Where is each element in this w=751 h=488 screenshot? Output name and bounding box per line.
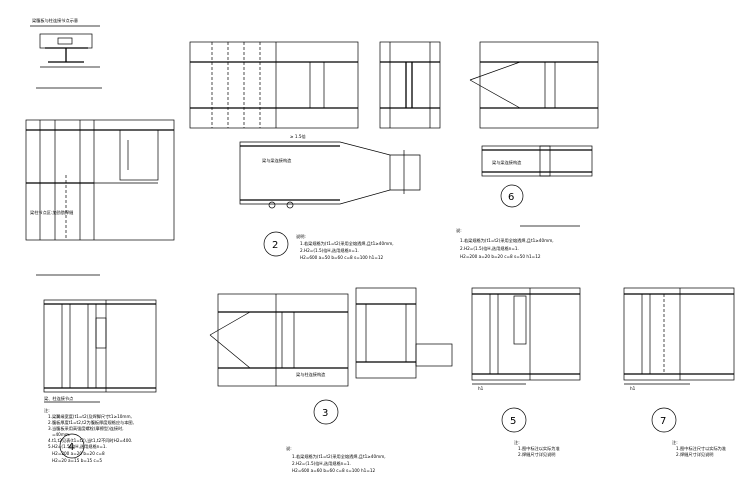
label-top-left-title: 梁腹板与柱连接节点示意	[32, 17, 78, 24]
note4-line6: 5.H2=(1.5)倍H,选用规格n=1.	[48, 443, 107, 450]
detail-5-marker: 5	[501, 407, 527, 433]
note3-line1: 1.若梁规格为(t1=t2)采用全熔透焊,且t1≥40mm,	[292, 453, 386, 460]
note6-line2: 2.H2=(1.5)倍H,选用规格n=1.	[460, 245, 519, 252]
label-d3: 梁与柱连接构造	[296, 371, 326, 378]
note4-line1: 1.梁翼缘宽度(t1=t2)及焊脚尺寸t1≥10mm,	[48, 413, 132, 420]
note-detail-3: 说: 1.若梁规格为(t1=t2)采用全熔透焊,且t1≥40mm, 2.H2=(…	[286, 445, 386, 473]
note4-line8: H2=20 a=15 b=15 c=5	[52, 458, 102, 463]
note4-line7: H2=200 a=20 b=20 c=8	[52, 451, 105, 456]
label-d5-h1: h1	[478, 386, 484, 391]
detail-2-marker: 2	[263, 231, 289, 257]
note7-line1: 1.图中标注尺寸以实际为准	[676, 445, 726, 452]
note2-line3: H2=600 a=50 b=60 c=8 s=100 h1=12	[300, 255, 384, 260]
detail-7-number: 7	[660, 416, 666, 427]
note4-line4: =40mm.	[52, 432, 70, 437]
note5-title: 注:	[514, 439, 520, 446]
detail-5-number: 5	[510, 416, 516, 427]
note7-title: 注:	[672, 439, 678, 446]
note-detail-6: 说: 1.若梁规格为(t1=t2)采用全熔透焊,且t1≥40mm, 2.H2=(…	[456, 225, 580, 259]
detail-top-left-small: 梁腹板与柱连接节点示意	[30, 17, 102, 89]
detail-7-drawing: h1	[623, 287, 735, 391]
note4-title: 注:	[44, 407, 50, 414]
label-d7-h1: h1	[630, 386, 636, 391]
note5-line1: 1.图中标注以实际为准	[518, 445, 560, 452]
note2-line2: 2.H2=(1.5)倍H,选用规格n=1.	[300, 247, 359, 254]
label-d6-inner: 梁与梁连接构造	[492, 159, 522, 166]
detail-7-marker: 7	[651, 407, 677, 433]
note3-line2: 2.H2=(1.5)倍H,选用规格n=1.	[292, 460, 351, 467]
note3-line3: H2=600 a=60 b=60 c=8 s=100 h1=12	[292, 468, 376, 473]
detail-5-drawing: h1	[471, 287, 581, 391]
detail-3-number: 3	[322, 408, 328, 419]
detail-3-marker: 3	[313, 399, 339, 425]
note2-title: 说明:	[296, 233, 306, 240]
note6-line1: 1.若梁规格为(t1=t2)采用全熔透焊,且t1≥40mm,	[460, 237, 554, 244]
note4-line3: 3.当腹板采用高强度螺栓(摩擦型)连接时,	[48, 425, 124, 432]
detail-4-marker: 4	[59, 433, 85, 459]
detail-4-number: 4	[68, 442, 74, 453]
section-view	[379, 41, 441, 129]
detail-4-drawing: 梁、柱连接节点	[43, 299, 157, 403]
label-d4-caption: 梁、柱连接节点	[44, 395, 73, 402]
label-left-column: 梁柱节点区:加劲肋焊缝	[30, 209, 74, 216]
label-d2-inner: 梁与梁连接构造	[262, 157, 292, 164]
note2-line1: 1.若梁规格为(t1=t2)采用全熔透焊,且t1≥40mm,	[300, 240, 394, 247]
note-detail-7: 注: 1.图中标注尺寸以实际为准 2.焊缝尺寸详见说明	[672, 439, 726, 458]
note3-title: 说:	[286, 445, 292, 452]
detail-6-number: 6	[508, 192, 514, 203]
note-detail-2: 说明: 1.若梁规格为(t1=t2)采用全熔透焊,且t1≥40mm, 2.H2=…	[296, 233, 394, 260]
detail-2-drawing: ≥ 1.5倍 梁与梁连接构造	[189, 41, 421, 209]
note4-line5: 4.t1,t2见表(t1=t2),当t1,t2不同时H2=400.	[48, 437, 132, 444]
detail-3-drawing: 梁与柱连接构造	[209, 287, 453, 387]
note-detail-4: 注: 1.梁翼缘宽度(t1=t2)及焊脚尺寸t1≥10mm, 2.腹板厚度t1=…	[44, 407, 134, 463]
note6-line3: H2=200 a=20 b=20 c=8 s=50 h1=12	[460, 254, 541, 259]
label-d2-dim: ≥ 1.5倍	[290, 133, 306, 140]
note7-line2: 2.焊缝尺寸详见说明	[676, 451, 714, 458]
note6-title: 说:	[456, 227, 462, 234]
detail-6-marker: 6	[500, 184, 524, 208]
note-detail-5: 注: 1.图中标注以实际为准 2.焊缝尺寸详见说明	[514, 439, 560, 458]
note4-line2: 2.腹板厚度t1=t2,t2为腹板厚度规格应与本图,	[48, 419, 134, 426]
detail-6-drawing: 梁与梁连接构造	[469, 41, 599, 177]
note5-line2: 2.焊缝尺寸详见说明	[518, 451, 556, 458]
detail-2-number: 2	[272, 240, 278, 251]
detail-left-column: 梁柱节点区:加劲肋焊缝	[25, 119, 175, 276]
